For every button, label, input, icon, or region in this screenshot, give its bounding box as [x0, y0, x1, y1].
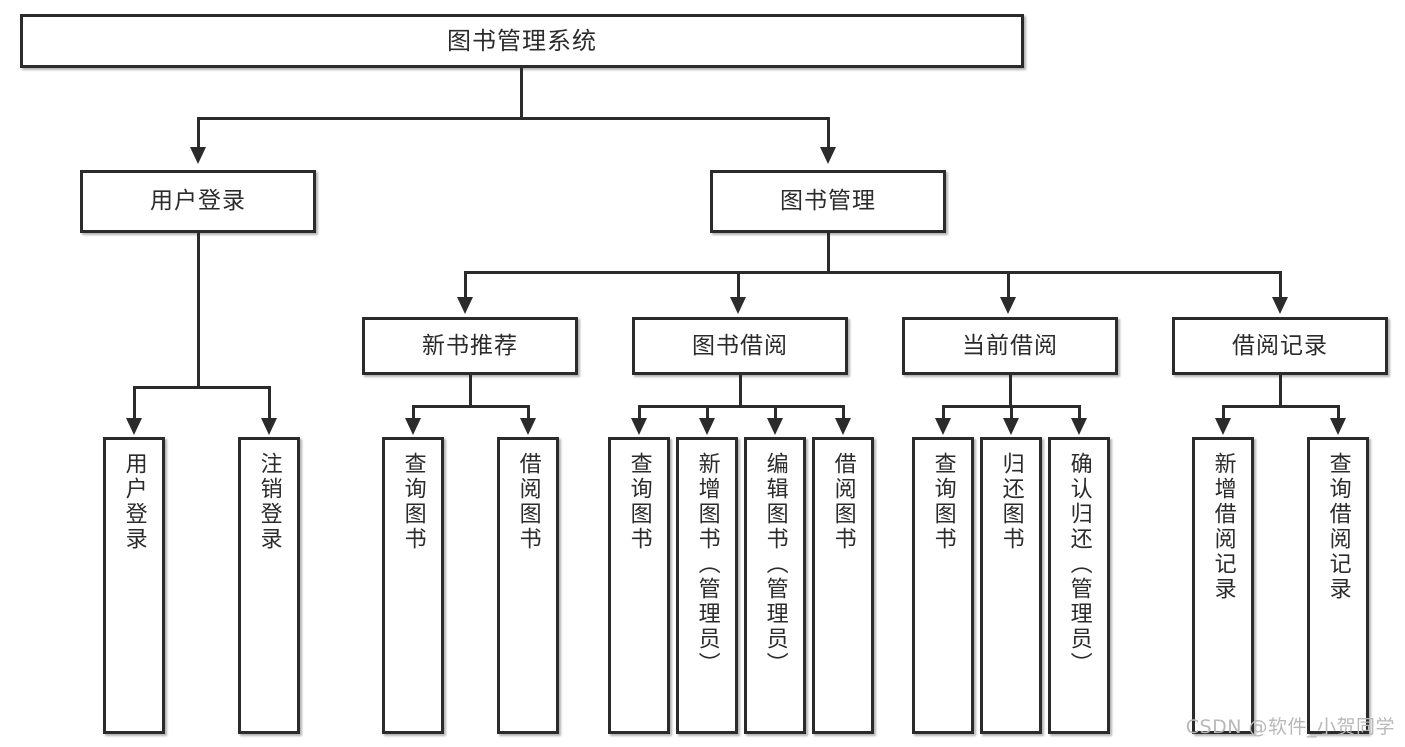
leaf-query-book-new-recommend[interactable]: 查询图书 — [382, 437, 444, 734]
node-label: 借阅图书 — [515, 452, 541, 552]
node-label: 图书管理 — [780, 188, 876, 215]
connector-drop-leaf-confirm-return — [1078, 405, 1081, 421]
connector-drop-leaf-logout — [268, 386, 271, 421]
connector-drop-leaf-query-book-1 — [412, 405, 415, 421]
node-label: 查询图书 — [626, 452, 652, 552]
arrowhead-leaf-borrow-book-2 — [835, 418, 851, 435]
leaf-borrow-book-new-recommend[interactable]: 借阅图书 — [497, 437, 559, 734]
node-new-book-recommend[interactable]: 新书推荐 — [362, 317, 578, 375]
node-label: 图书借阅 — [692, 332, 788, 359]
node-label: 查询图书 — [930, 452, 956, 552]
connector-drop-leaf-user-login — [133, 386, 136, 421]
connector-drop-leaf-add-record — [1222, 405, 1225, 421]
arrowhead-borrow-record — [1272, 297, 1288, 314]
connector-borrow-record-bus — [1222, 405, 1340, 408]
arrowhead-leaf-logout — [261, 418, 277, 435]
node-label: 用户登录 — [150, 188, 246, 215]
node-book-management[interactable]: 图书管理 — [710, 170, 946, 233]
leaf-borrow-book-borrow[interactable]: 借阅图书 — [812, 437, 874, 734]
connector-book-borrow-stem — [739, 375, 742, 407]
arrowhead-new-book — [457, 297, 473, 314]
arrowhead-leaf-return-book — [1003, 418, 1019, 435]
node-label: 归还图书 — [998, 452, 1024, 552]
connector-book-manage-stem — [827, 233, 830, 273]
arrowhead-book-borrow — [730, 297, 746, 314]
connector-drop-user-login — [197, 117, 200, 151]
arrowhead-leaf-query-book-3 — [935, 418, 951, 435]
node-label: 查询借阅记录 — [1325, 452, 1351, 602]
connector-level2-bus — [197, 117, 830, 120]
node-label: 当前借阅 — [962, 332, 1058, 359]
node-label: 借阅记录 — [1232, 332, 1328, 359]
node-label: 新书推荐 — [422, 332, 518, 359]
arrowhead-leaf-query-record — [1330, 418, 1346, 435]
leaf-user-login[interactable]: 用户登录 — [103, 437, 165, 734]
arrowhead-leaf-borrow-book-1 — [520, 418, 536, 435]
node-label: 借阅图书 — [830, 452, 856, 552]
connector-drop-leaf-borrow-book-2 — [842, 405, 845, 421]
arrowhead-leaf-user-login — [126, 418, 142, 435]
arrowhead-leaf-query-book-2 — [631, 418, 647, 435]
node-label: 注销登录 — [256, 452, 282, 552]
node-book-borrow[interactable]: 图书借阅 — [632, 317, 848, 375]
connector-drop-current-borrow — [1007, 271, 1010, 301]
connector-user-login-stem — [197, 233, 200, 388]
node-label: 图书管理系统 — [447, 27, 597, 55]
leaf-add-borrow-record[interactable]: 新增借阅记录 — [1192, 437, 1254, 734]
leaf-query-borrow-record[interactable]: 查询借阅记录 — [1307, 437, 1369, 734]
leaf-confirm-return-admin[interactable]: 确认归还（管理员） — [1048, 437, 1110, 734]
arrowhead-leaf-add-book — [699, 418, 715, 435]
connector-drop-book-manage — [827, 117, 830, 151]
node-label: 确认归还（管理员） — [1066, 452, 1092, 677]
arrowhead-leaf-edit-book — [767, 418, 783, 435]
connector-borrow-record-stem — [1279, 375, 1282, 407]
connector-new-book-bus — [412, 405, 530, 408]
connector-book-borrow-bus — [638, 405, 844, 408]
node-current-borrow[interactable]: 当前借阅 — [902, 317, 1118, 375]
connector-drop-leaf-query-book-2 — [638, 405, 641, 421]
connector-drop-book-borrow — [737, 271, 740, 301]
connector-drop-leaf-query-record — [1337, 405, 1340, 421]
node-borrow-record[interactable]: 借阅记录 — [1172, 317, 1388, 375]
connector-user-login-bus — [133, 386, 270, 389]
connector-drop-leaf-return-book — [1010, 405, 1013, 421]
connector-drop-borrow-record — [1279, 271, 1282, 301]
leaf-logout[interactable]: 注销登录 — [238, 437, 300, 734]
node-label: 编辑图书（管理员） — [762, 452, 788, 677]
leaf-edit-book-admin[interactable]: 编辑图书（管理员） — [744, 437, 806, 734]
connector-level3-bus — [464, 271, 1282, 274]
arrowhead-current-borrow — [1000, 297, 1016, 314]
connector-drop-leaf-add-book — [706, 405, 709, 421]
arrowhead-leaf-confirm-return — [1071, 418, 1087, 435]
node-label: 查询图书 — [400, 452, 426, 552]
arrowhead-book-manage — [820, 147, 836, 164]
node-user-login[interactable]: 用户登录 — [80, 170, 316, 233]
connector-drop-leaf-borrow-book-1 — [527, 405, 530, 421]
arrowhead-leaf-query-book-1 — [405, 418, 421, 435]
connector-drop-leaf-query-book-3 — [942, 405, 945, 421]
leaf-return-book[interactable]: 归还图书 — [980, 437, 1042, 734]
arrowhead-user-login — [190, 147, 206, 164]
node-label: 用户登录 — [121, 452, 147, 552]
connector-new-book-stem — [469, 375, 472, 407]
connector-drop-leaf-edit-book — [774, 405, 777, 421]
node-root-system[interactable]: 图书管理系统 — [20, 14, 1024, 68]
connector-drop-new-book — [464, 271, 467, 301]
leaf-query-book-borrow[interactable]: 查询图书 — [608, 437, 670, 734]
connector-current-borrow-stem — [1009, 375, 1012, 407]
node-label: 新增图书（管理员） — [694, 452, 720, 677]
arrowhead-leaf-add-record — [1215, 418, 1231, 435]
connector-root-stem — [520, 68, 523, 118]
watermark-text: CSDN @软件_小贺同学 — [1185, 716, 1395, 738]
node-label: 新增借阅记录 — [1210, 452, 1236, 602]
leaf-query-book-current[interactable]: 查询图书 — [912, 437, 974, 734]
leaf-add-book-admin[interactable]: 新增图书（管理员） — [676, 437, 738, 734]
